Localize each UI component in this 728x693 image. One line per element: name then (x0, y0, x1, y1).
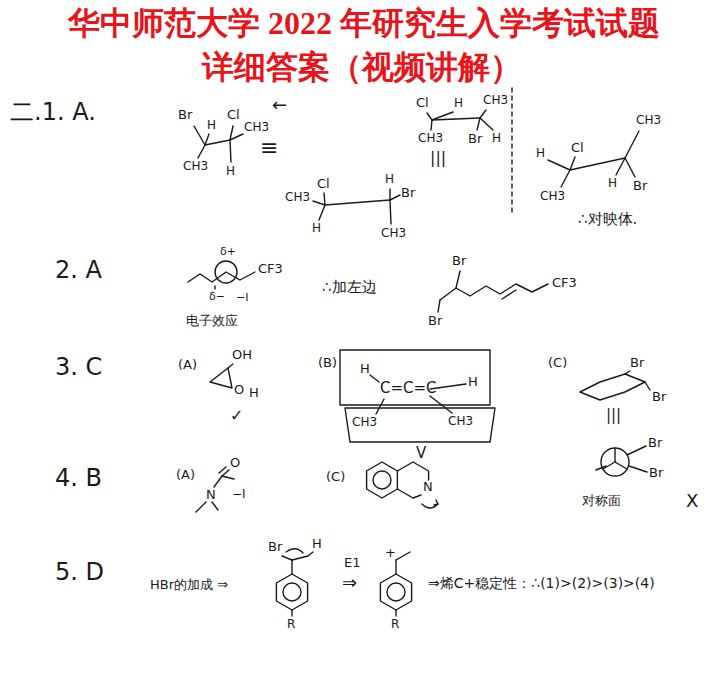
handwritten-note: N (423, 480, 433, 494)
bicyclic-structure (367, 462, 438, 508)
amide-structure (196, 467, 234, 512)
handwritten-note: CH3 (418, 132, 443, 145)
handwritten-note: CF3 (258, 262, 283, 276)
handwritten-note: HBr的加成 ⇒ (150, 578, 228, 592)
handwritten-note: Br (178, 108, 192, 122)
handwritten-note: H (312, 537, 322, 551)
handwritten-note: Br (452, 254, 466, 268)
handwritten-note: H (249, 386, 259, 400)
handwritten-note: Cl (317, 177, 330, 191)
handwritten-note: ∴加左边 (322, 280, 377, 296)
sawhorse-structure (194, 126, 243, 162)
handwritten-note: Br (630, 356, 644, 370)
handwritten-note: Br (401, 186, 415, 200)
answer-number: 二.1. A. (10, 100, 96, 125)
handwritten-note: CH3 (183, 160, 208, 173)
handwritten-note: Br (649, 466, 663, 480)
allene-structure (340, 350, 495, 442)
handwritten-note: (A) (178, 358, 197, 372)
handwritten-note: X (686, 492, 698, 511)
handwritten-note: Cl (571, 141, 584, 155)
handwritten-note: C=C=C (380, 381, 437, 397)
handwritten-note: δ− (209, 291, 225, 303)
handwritten-note: ||| (606, 408, 621, 424)
benzyl-bromide-structure (276, 549, 313, 616)
handwritten-note: H (536, 147, 545, 160)
handwritten-note: R (391, 618, 399, 631)
handwritten-note: Br (268, 540, 282, 554)
handwritten-note: −I (236, 292, 248, 304)
handwritten-note: + (385, 546, 396, 560)
handwritten-note: OH (232, 348, 252, 362)
handwritten-note: δ+ (220, 246, 236, 258)
sawhorse-structure (427, 110, 493, 130)
answer-number: 5. D (55, 560, 104, 585)
handwritten-note: (C) (326, 470, 345, 484)
mirror-line (511, 88, 512, 215)
handwritten-note: (C) (548, 356, 567, 370)
handwritten-note: ||| (430, 150, 446, 167)
handwritten-note: CH3 (636, 114, 661, 127)
handwritten-note: H (207, 119, 216, 132)
sawhorse-structure (313, 189, 400, 224)
handwritten-note: Br (648, 436, 662, 450)
sawhorse-structure (548, 131, 639, 187)
page-subtitle: 详细答案（视频讲解） (202, 50, 522, 85)
handwritten-note: ← (272, 96, 287, 115)
answer-number: 4. B (55, 466, 102, 491)
handwritten-note: CH3 (285, 191, 310, 204)
handwritten-note: Br (428, 314, 442, 328)
handwritten-note: Br (652, 390, 666, 404)
handwritten-note: 对称面 (582, 494, 621, 508)
handwritten-note: Br (468, 132, 482, 146)
handwritten-note: ⇒ (342, 574, 357, 593)
handwritten-note: ≡ (260, 136, 278, 159)
handwritten-note: Cl (416, 96, 429, 110)
handwritten-note: CH3 (448, 415, 473, 428)
handwritten-note: E1 (344, 556, 361, 570)
handwritten-note: H (468, 375, 478, 389)
handwritten-note: H (360, 362, 370, 376)
handwritten-note: CH3 (483, 94, 508, 107)
handwritten-note: ∴对映体. (578, 212, 637, 228)
handwritten-note: O (234, 383, 244, 397)
cyclohexane-chair (580, 371, 650, 476)
handwritten-note: CH3 (381, 227, 406, 240)
handwritten-note: ⇒烯C+稳定性：∴(1)>(2)>(3)>(4) (428, 576, 655, 591)
handwritten-note: R (287, 618, 295, 631)
handwritten-note: (A) (176, 468, 195, 482)
answer-number: 3. C (55, 355, 102, 380)
handwritten-note: O (230, 456, 240, 470)
diene-structure (188, 261, 255, 289)
handwritten-note: H (226, 165, 235, 178)
carbocation-structure (380, 552, 411, 616)
handwritten-note: H (492, 132, 501, 145)
handwritten-note: N (206, 488, 216, 502)
handwritten-note: H (454, 97, 463, 110)
handwritten-note: Br (633, 179, 647, 193)
handwritten-note: ✓ (230, 408, 243, 425)
handwritten-note: CH3 (540, 190, 565, 203)
handwritten-note: CH3 (352, 416, 377, 429)
page-title: 华中师范大学 2022 年研究生入学考试试题 (68, 6, 660, 41)
answer-number: 2. A (55, 258, 102, 283)
handwritten-note: (B) (318, 356, 337, 370)
handwritten-note: H (608, 177, 617, 190)
handwritten-note: H (385, 173, 394, 186)
epoxide-structure (210, 364, 233, 388)
handwritten-note: CF3 (552, 276, 577, 290)
handwritten-note: Cl (227, 108, 240, 122)
handwritten-note: CH3 (244, 121, 269, 134)
handwritten-note: 电子效应 (186, 314, 238, 328)
product-structure (438, 271, 548, 312)
handwritten-note: V (416, 446, 426, 462)
handwritten-note: −I (232, 488, 246, 501)
handwritten-note: H (312, 222, 321, 235)
